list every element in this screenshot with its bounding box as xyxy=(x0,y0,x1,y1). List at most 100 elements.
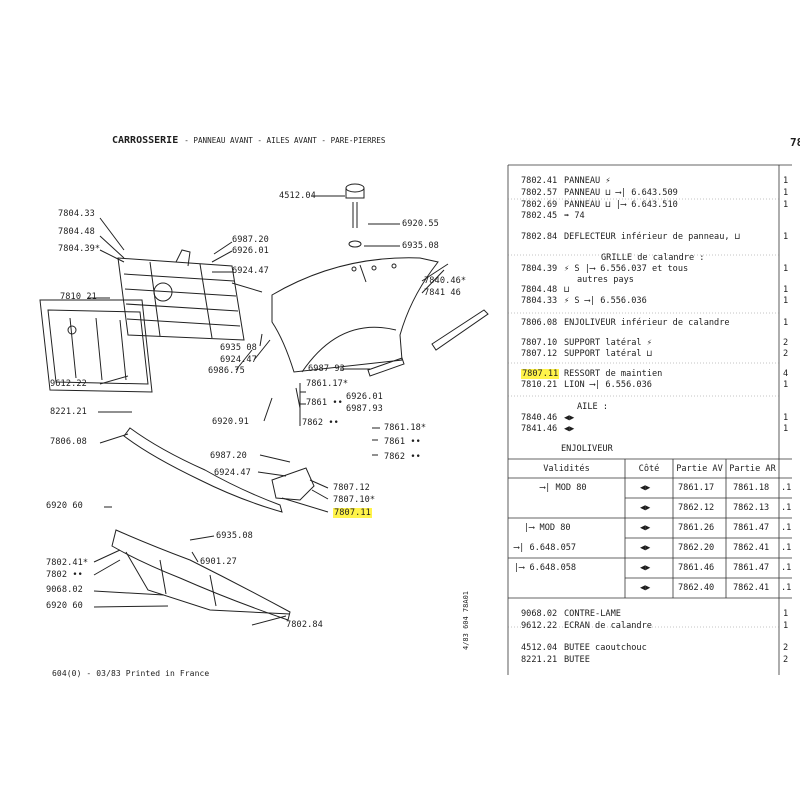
diagram-label: 6935.08 xyxy=(216,531,253,541)
diagram-label: 7802 •• xyxy=(46,570,83,580)
table-cell: 7861.47 xyxy=(733,563,770,573)
side-trim-front xyxy=(367,357,405,377)
grille-drawing xyxy=(117,249,245,341)
table-cell: ◀▶ xyxy=(640,543,651,553)
page-corner-number: 78 xyxy=(790,136,800,149)
support-bracket-drawing xyxy=(271,467,315,501)
table-cell: .1 xyxy=(781,543,792,553)
table-cell: .1 xyxy=(781,503,792,513)
part-row: 7804.48⊔1 xyxy=(521,285,789,295)
table-cell: ◀▶ xyxy=(640,483,651,493)
table-cell: 7861.17 xyxy=(678,483,715,493)
diagram-label: 7804.48 xyxy=(58,227,95,237)
table-header: Partie AR xyxy=(729,464,776,474)
table-cell: 7862.40 xyxy=(678,583,715,593)
table-cell: ⟶| 6.648.057 xyxy=(514,543,577,553)
diagram-label: 6924.47 xyxy=(232,266,269,276)
diagram-label: 7862 •• xyxy=(302,418,339,428)
diagram-label: 7804.33 xyxy=(58,209,95,219)
diagram-label: 4512.04 xyxy=(279,191,316,201)
part-row: 7841.46◀▶1 xyxy=(521,424,789,434)
radiator-screen-drawing xyxy=(39,299,153,393)
table-cell: 7862.13 xyxy=(733,503,770,513)
diagram-label: 7807.10* xyxy=(333,495,376,505)
diagram-label: 6901.27 xyxy=(200,557,237,567)
diagram-label: 6924.47 xyxy=(220,355,257,365)
diagram-label: 6987 93 xyxy=(308,364,345,374)
diagram-label: 6987.93 xyxy=(346,404,383,414)
table-header: Partie AV xyxy=(676,464,723,474)
table-header: Côté xyxy=(638,464,660,474)
diagram-label: 6920 60 xyxy=(46,601,83,611)
fender-drawing xyxy=(271,257,439,373)
table-cell: 7861.46 xyxy=(678,563,715,573)
diagram-label: 6924.47 xyxy=(214,468,251,478)
diagram-label: 8221.21 xyxy=(50,407,87,417)
diagram-label: 7861.18* xyxy=(384,423,427,433)
diagram-label: 6920 60 xyxy=(46,501,83,511)
table-cell: |⟶ 6.648.058 xyxy=(514,563,577,573)
diagram-label: 6987.20 xyxy=(232,235,269,245)
part-row-heading: ENJOLIVEUR xyxy=(561,444,613,454)
side-trim-rear xyxy=(431,309,489,351)
table-cell: 7861.26 xyxy=(678,523,715,533)
footer-print-note: 604(0) - 03/83 Printed in France xyxy=(52,669,210,678)
diagram-label: 6920.91 xyxy=(212,417,249,427)
table-cell: 7862.41 xyxy=(733,583,770,593)
part-row: autres pays xyxy=(577,275,634,285)
diagram-label: 7841 46 xyxy=(424,288,461,298)
diagram-label: 7810 21 xyxy=(60,292,97,302)
table-cell: ⟶| MOD 80 xyxy=(540,483,587,493)
diagram-label: 6987.20 xyxy=(210,451,247,461)
diagram-label: 7802.84 xyxy=(286,620,323,630)
diagram-label: 7802.41* xyxy=(46,558,89,568)
table-cell: .1 xyxy=(781,563,792,573)
diagram-label: 7806.08 xyxy=(50,437,87,447)
table-cell: 7862.20 xyxy=(678,543,715,553)
table-cell: |⟶ MOD 80 xyxy=(524,523,571,533)
diagram-label: 6920.55 xyxy=(402,219,439,229)
diagram-label: 6926.01 xyxy=(232,246,269,256)
table-cell: .1 xyxy=(781,523,792,533)
part-row: 7840.46◀▶1 xyxy=(521,413,789,423)
diagram-label: 9612.22 xyxy=(50,379,87,389)
lower-trim-drawing xyxy=(123,427,283,513)
diagram-label: 6926.01 xyxy=(346,392,383,402)
part-row: 7802.45➡ 74 xyxy=(521,211,585,221)
diagram-label: 6935 08 xyxy=(220,343,257,353)
table-header: Validités xyxy=(543,464,590,474)
diagram-label: 7807.12 xyxy=(333,483,370,493)
diagram-label: 6986.75 xyxy=(208,366,245,376)
table-cell: .1 xyxy=(781,583,792,593)
rubber-stop-drawing xyxy=(345,183,365,248)
diagram-label: 9068.02 xyxy=(46,585,83,595)
page-title: CARROSSERIE - PANNEAU AVANT - AILES AVAN… xyxy=(112,135,386,146)
table-cell: 7861.47 xyxy=(733,523,770,533)
diagram-label: 7804.39* xyxy=(58,244,101,254)
diagram-label: 7862 •• xyxy=(384,452,421,462)
diagram-label: 7861 •• xyxy=(384,437,421,447)
table-cell: 7861.18 xyxy=(733,483,770,493)
diagram-label: 7840.46* xyxy=(424,276,467,286)
diagram-label: 7861 •• xyxy=(306,398,343,408)
part-row-heading: AILE : xyxy=(577,402,609,412)
table-cell: ◀▶ xyxy=(640,583,651,593)
table-cell: 7862.12 xyxy=(678,503,715,513)
diagram-label-highlighted: 7807.11 xyxy=(333,508,372,518)
